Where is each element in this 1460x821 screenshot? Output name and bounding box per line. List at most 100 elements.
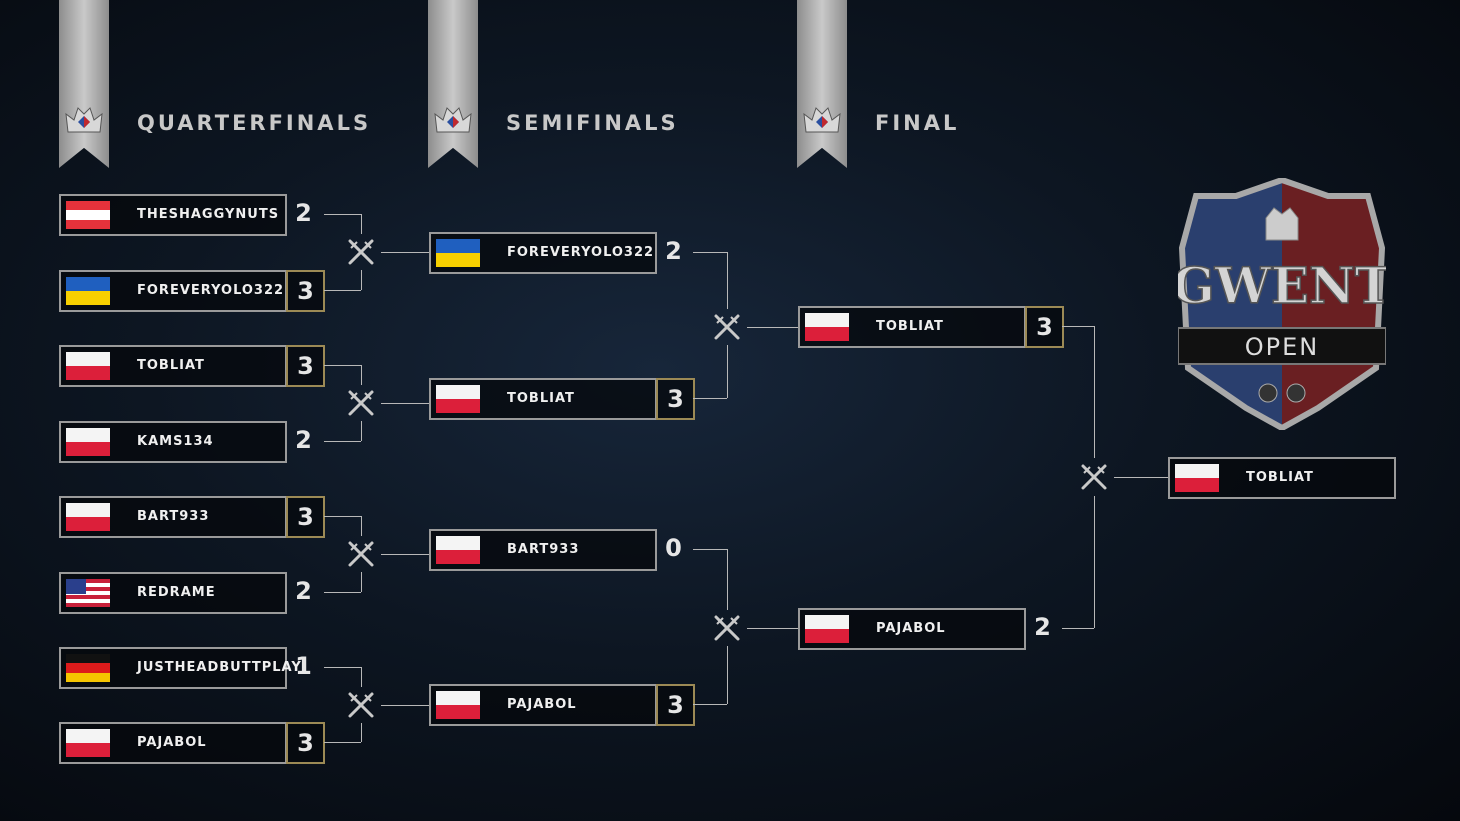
- crossed-swords-icon: [345, 236, 377, 268]
- final-player-box[interactable]: PAJABOL: [798, 608, 1026, 650]
- connector-line: [361, 214, 362, 234]
- connector-line: [324, 667, 361, 668]
- connector-line: [747, 327, 798, 328]
- connector-line: [381, 252, 429, 253]
- connector-line: [324, 742, 361, 743]
- connector-line: [324, 516, 361, 517]
- crossed-swords-icon: [711, 612, 743, 644]
- connector-line: [727, 646, 728, 704]
- player-name: PAJABOL: [137, 735, 207, 750]
- logo-subtitle-text: OPEN: [1245, 333, 1319, 361]
- score: 2: [295, 426, 312, 454]
- qf-player-box[interactable]: KAMS134: [59, 421, 287, 463]
- player-name: TOBLIAT: [137, 358, 205, 373]
- flag-ua-icon: [436, 239, 480, 267]
- crossed-swords-icon: [711, 311, 743, 343]
- player-name: REDRAME: [137, 585, 216, 600]
- connector-line: [693, 549, 727, 550]
- round-banner: [797, 0, 847, 168]
- player-name: TOBLIAT: [1246, 470, 1314, 485]
- connector-line: [727, 252, 728, 309]
- qf-player-box[interactable]: PAJABOL: [59, 722, 287, 764]
- connector-line: [727, 345, 728, 398]
- crossed-swords-icon: [345, 689, 377, 721]
- connector-line: [361, 516, 362, 536]
- crossed-swords-icon: [345, 538, 377, 570]
- qf-player-box[interactable]: JUSTHEADBUTTPLAY: [59, 647, 301, 689]
- qf-player-box[interactable]: REDRAME: [59, 572, 287, 614]
- connector-line: [693, 252, 727, 253]
- player-name: TOBLIAT: [507, 391, 575, 406]
- sf-player-box[interactable]: TOBLIAT: [429, 378, 657, 420]
- qf-player-box[interactable]: BART933: [59, 496, 287, 538]
- sf-player-box[interactable]: FOREVERYOLO322: [429, 232, 657, 274]
- player-name: BART933: [137, 509, 210, 524]
- connector-line: [381, 403, 429, 404]
- flag-pl-icon: [805, 313, 849, 341]
- qf-player-box[interactable]: TOBLIAT: [59, 345, 287, 387]
- flag-pl-icon: [436, 385, 480, 413]
- champion-box[interactable]: TOBLIAT: [1168, 457, 1396, 499]
- player-name: PAJABOL: [507, 697, 577, 712]
- connector-line: [361, 722, 362, 742]
- connector-line: [727, 549, 728, 610]
- score: 3: [656, 684, 695, 726]
- flag-ua-icon: [66, 277, 110, 305]
- crest-icon: [433, 104, 473, 136]
- flag-pl-icon: [436, 536, 480, 564]
- connector-line: [747, 628, 798, 629]
- connector-line: [693, 704, 727, 705]
- connector-line: [381, 554, 429, 555]
- score: 3: [286, 270, 325, 312]
- qf-player-box[interactable]: THESHAGGYNUTS: [59, 194, 287, 236]
- round-title: SEMIFINALS: [506, 111, 679, 135]
- flag-pl-icon: [805, 615, 849, 643]
- logo-brand-text: GWENT: [1178, 256, 1386, 315]
- connector-line: [693, 398, 727, 399]
- sf-player-box[interactable]: PAJABOL: [429, 684, 657, 726]
- score: 0: [665, 534, 682, 562]
- connector-line: [361, 421, 362, 441]
- flag-pl-icon: [436, 691, 480, 719]
- flag-pl-icon: [66, 503, 110, 531]
- score: 2: [295, 577, 312, 605]
- qf-player-box[interactable]: FOREVERYOLO322: [59, 270, 287, 312]
- sf-player-box[interactable]: BART933: [429, 529, 657, 571]
- connector-line: [324, 365, 361, 366]
- player-name: FOREVERYOLO322: [507, 245, 655, 260]
- flag-pl-icon: [66, 352, 110, 380]
- score: 3: [1025, 306, 1064, 348]
- connector-line: [324, 290, 361, 291]
- crossed-swords-icon: [1078, 461, 1110, 493]
- score: 3: [656, 378, 695, 420]
- crest-icon: [802, 104, 842, 136]
- score: 3: [286, 496, 325, 538]
- flag-us-icon: [66, 579, 110, 607]
- player-name: BART933: [507, 542, 580, 557]
- score: 3: [286, 345, 325, 387]
- connector-line: [1094, 496, 1095, 628]
- round-title: FINAL: [875, 111, 960, 135]
- final-player-box[interactable]: TOBLIAT: [798, 306, 1026, 348]
- player-name: PAJABOL: [876, 621, 946, 636]
- player-name: TOBLIAT: [876, 319, 944, 334]
- round-banner: [59, 0, 109, 168]
- score: 1: [295, 652, 312, 680]
- player-name: KAMS134: [137, 434, 214, 449]
- score: 2: [1034, 613, 1051, 641]
- connector-line: [1094, 326, 1095, 458]
- player-name: JUSTHEADBUTTPLAY: [137, 660, 302, 675]
- flag-pl-icon: [1175, 464, 1219, 492]
- connector-line: [324, 441, 361, 442]
- crest-icon: [64, 104, 104, 136]
- score: 2: [665, 237, 682, 265]
- round-title: QUARTERFINALS: [137, 111, 372, 135]
- connector-line: [1062, 628, 1094, 629]
- round-banner: [428, 0, 478, 168]
- player-name: FOREVERYOLO322: [137, 283, 285, 298]
- connector-line: [324, 592, 361, 593]
- score: 2: [295, 199, 312, 227]
- connector-line: [361, 667, 362, 687]
- flag-at-icon: [66, 201, 110, 229]
- gwent-open-logo: GWENT OPEN: [1178, 178, 1386, 430]
